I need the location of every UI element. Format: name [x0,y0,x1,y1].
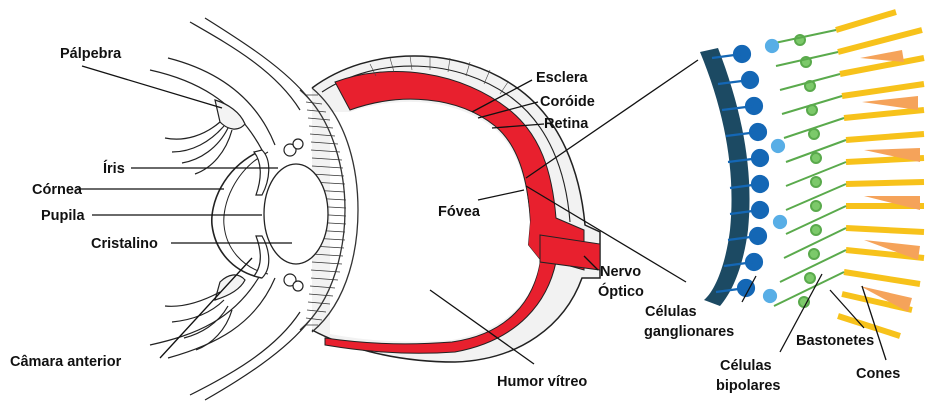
label-cones: Cones [856,366,900,382]
label-camara-anterior: Câmara anterior [10,354,122,370]
lower-eyelid [150,272,310,400]
label-humor-vitreo: Humor vítreo [497,374,587,390]
retina-band [700,48,750,306]
label-esclera: Esclera [536,70,589,86]
lens [264,164,328,264]
eye-cross-section [77,18,698,400]
label-iris: Íris [103,160,125,177]
retina-detail [700,12,924,360]
label-fovea: Fóvea [438,204,481,220]
label-celulas-bipolares-1: Células [720,358,772,374]
label-retina: Retina [544,116,589,132]
rods [836,12,924,336]
label-bastonetes: Bastonetes [796,333,874,349]
label-celulas-ganglionares-1: Células [645,304,697,320]
label-optico: Óptico [598,282,644,300]
bipolar-cells [770,30,846,307]
label-cornea: Córnea [32,182,83,198]
label-nervo: Nervo [600,264,641,280]
leader-lines-left [77,66,292,358]
cornea [212,150,262,278]
label-palpebra: Pálpebra [60,46,122,62]
label-coroide: Coróide [540,94,595,110]
label-celulas-ganglionares-2: ganglionares [644,324,734,340]
label-celulas-bipolares-2: bipolares [716,378,780,394]
label-pupila: Pupila [41,208,85,224]
label-cristalino: Cristalino [91,236,158,252]
